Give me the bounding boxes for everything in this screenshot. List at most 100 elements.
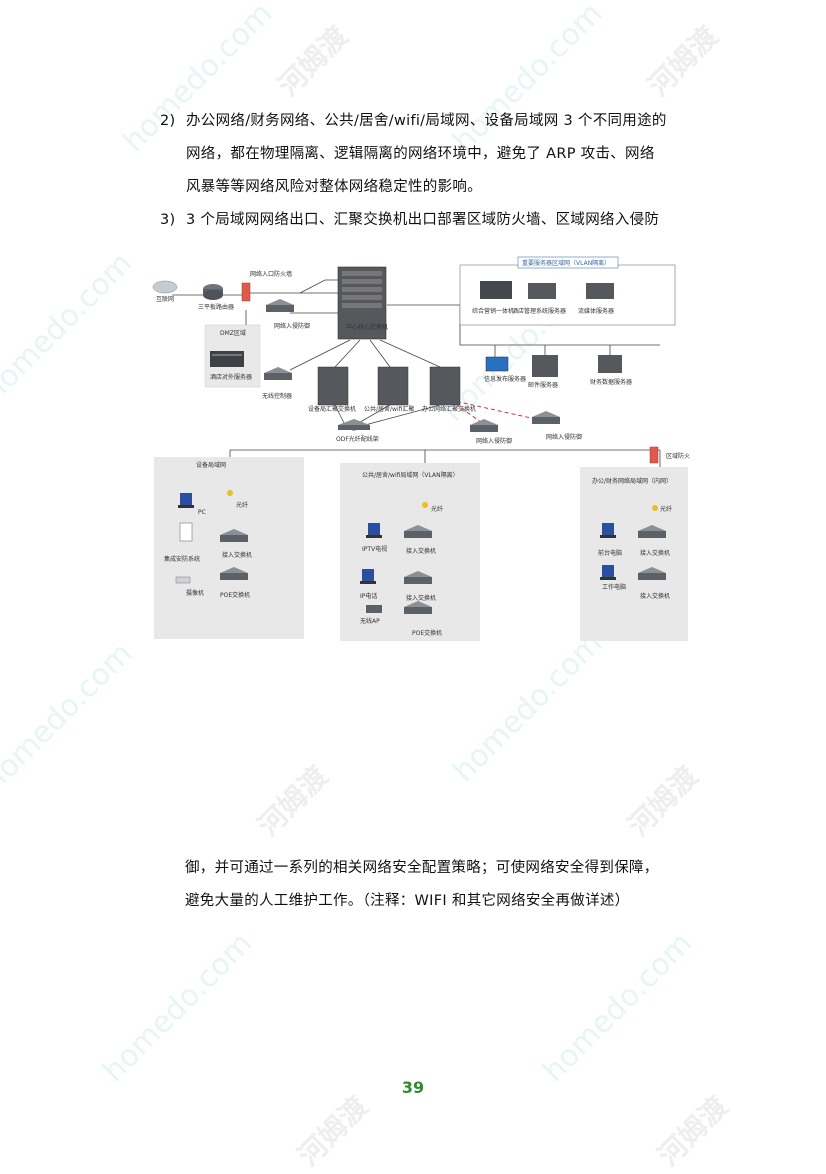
cloud-icon	[152, 280, 178, 294]
aggregation-switch-icon	[377, 366, 409, 406]
ids-device-icon	[470, 419, 498, 432]
controller-icon	[264, 367, 292, 380]
list-number: 2)	[160, 113, 176, 129]
server-icon	[480, 281, 512, 299]
zone-title: 办公/财务网络局域网（内网）	[592, 477, 672, 485]
watermark: 河姆渡	[271, 19, 355, 103]
label-aggregation: 设备局汇聚交换机	[308, 405, 356, 413]
server-icon	[528, 283, 556, 299]
label-ids-top: 网络入侵防御	[274, 322, 310, 330]
label-server: 邮件服务器	[528, 381, 558, 389]
zone-item: 前台电脑	[598, 549, 622, 557]
switch-icon	[220, 567, 248, 580]
zone-item: 接入交换机	[640, 549, 670, 557]
text-line: 避免大量的人工维护工作。（注释：WIFI 和其它网络安全再做详述）	[185, 893, 630, 909]
zone-item: 接入交换机	[222, 551, 252, 559]
label-router: 三平板路由器	[198, 303, 234, 311]
zone-item: PC	[198, 509, 206, 516]
router-icon	[203, 284, 223, 300]
label-core-switch: 中心核心交换机	[346, 323, 388, 331]
watermark: homedo.com	[446, 625, 610, 790]
firewall-icon	[649, 446, 659, 464]
switch-icon	[404, 571, 432, 584]
label-aggregation: 公共/居舍/wifi汇聚	[364, 405, 414, 413]
label-wlan-controller: 无线控制器	[262, 392, 292, 400]
label-entry-firewall: 网络入口防火墙	[250, 270, 292, 278]
continuation-paragraph: 御，并可通过一系列的相关网络安全配置策略；可使网络安全得到保障， 避免大量的人工…	[185, 852, 715, 918]
zone-item: 工作电脑	[602, 583, 626, 591]
pc-icon	[178, 493, 194, 508]
core-switch-icon	[337, 266, 387, 340]
label-fiber: 光纤	[660, 505, 672, 513]
label-ids-mid: 网络入侵防御	[476, 437, 512, 445]
switch-icon	[638, 567, 666, 580]
watermark: 河姆渡	[251, 759, 335, 843]
zone-item: IPTV电视	[362, 545, 387, 553]
zone-title: 设备局域网	[196, 461, 226, 469]
zone-item: POE交换机	[220, 591, 250, 599]
text-line: 风暴等等网络风险对整体网络稳定性的影响。	[186, 179, 482, 195]
switch-icon	[404, 601, 432, 614]
network-topology-diagram: 互联网 三平板路由器 网络入口防火墙 网络入侵防御 DMZ区域 酒店对外服务器 …	[152, 256, 690, 641]
zone-item: POE交换机	[412, 629, 442, 637]
watermark: 河姆渡	[621, 759, 705, 843]
label-fiber: 光纤	[431, 505, 443, 513]
zone-item: 接入交换机	[640, 592, 670, 600]
label-server: 流媒体服务器	[578, 307, 614, 315]
firewall-icon	[241, 282, 251, 302]
list-text: 3 个局域网网络出口、汇聚交换机出口部署区域防火墙、区域网络入侵防	[186, 204, 706, 237]
pc-icon	[600, 565, 616, 580]
list-number: 3)	[160, 212, 176, 228]
text-line: 办公网络/财务网络、公共/居舍/wifi/局域网、设备局域网 3 个不同用途的	[186, 113, 667, 129]
zone-item: 接入交换机	[406, 594, 436, 602]
label-odf: ODF光纤配线架	[336, 435, 379, 443]
watermark: homedo.com	[536, 925, 700, 1090]
zone-item: 接入交换机	[406, 547, 436, 555]
label-server: 信息发布服务器	[484, 375, 526, 383]
server-icon	[598, 355, 622, 373]
odf-icon	[338, 419, 370, 431]
label-fiber: 光纤	[236, 501, 248, 509]
label-ids-mid: 网络入侵防御	[546, 433, 582, 441]
pc-icon	[360, 569, 376, 584]
zone-office-lan	[580, 467, 688, 641]
label-server: 酒店管理系统服务器	[512, 307, 566, 315]
label-dmz-server: 酒店对外服务器	[210, 373, 252, 381]
label-server-zone: 重要服务器区域网（VLAN隔离）	[522, 259, 610, 267]
ids-device-icon	[532, 411, 560, 424]
pc-icon	[366, 523, 382, 538]
label-dmz: DMZ区域	[220, 329, 246, 337]
aggregation-switch-icon	[429, 366, 461, 406]
text-line: 3 个局域网网络出口、汇聚交换机出口部署区域防火墙、区域网络入侵防	[186, 212, 660, 228]
watermark: 河姆渡	[291, 1089, 375, 1173]
server-icon	[532, 355, 558, 377]
monitor-icon	[485, 356, 509, 372]
label-server: 财务数据服务器	[590, 378, 632, 386]
watermark: 河姆渡	[651, 1089, 735, 1173]
server-icon	[210, 351, 244, 367]
security-system-icon	[179, 522, 193, 542]
server-icon	[586, 283, 614, 299]
zone-item: 摄像机	[186, 589, 204, 597]
label-server: 综合营销一体机	[472, 307, 514, 315]
page-number: 39	[401, 1078, 425, 1097]
aggregation-switch-icon	[317, 366, 349, 406]
switch-icon	[638, 525, 666, 538]
zone-item: 无线AP	[360, 617, 380, 625]
ids-device-icon	[266, 299, 294, 312]
switch-icon	[220, 529, 248, 542]
switch-icon	[404, 525, 432, 538]
wifi-ap-icon	[366, 605, 382, 613]
pc-icon	[600, 523, 616, 538]
label-zone-firewall: 区域防火墙	[666, 452, 690, 460]
zone-title: 公共/居舍/wifi局域网（VLAN隔离）	[362, 471, 459, 479]
text-line: 网络，都在物理隔离、逻辑隔离的网络环境中，避免了 ARP 攻击、网络	[186, 146, 655, 162]
text-line: 御，并可通过一系列的相关网络安全配置策略；可使网络安全得到保障，	[185, 860, 659, 876]
list-text: 办公网络/财务网络、公共/居舍/wifi/局域网、设备局域网 3 个不同用途的 …	[186, 105, 706, 204]
watermark: homedo.com	[0, 635, 140, 800]
label-internet: 互联网	[156, 295, 174, 303]
fiber-icon	[227, 490, 658, 511]
server-zone-title-box	[517, 256, 619, 269]
camera-icon	[175, 576, 191, 584]
zone-device-lan	[154, 457, 304, 639]
